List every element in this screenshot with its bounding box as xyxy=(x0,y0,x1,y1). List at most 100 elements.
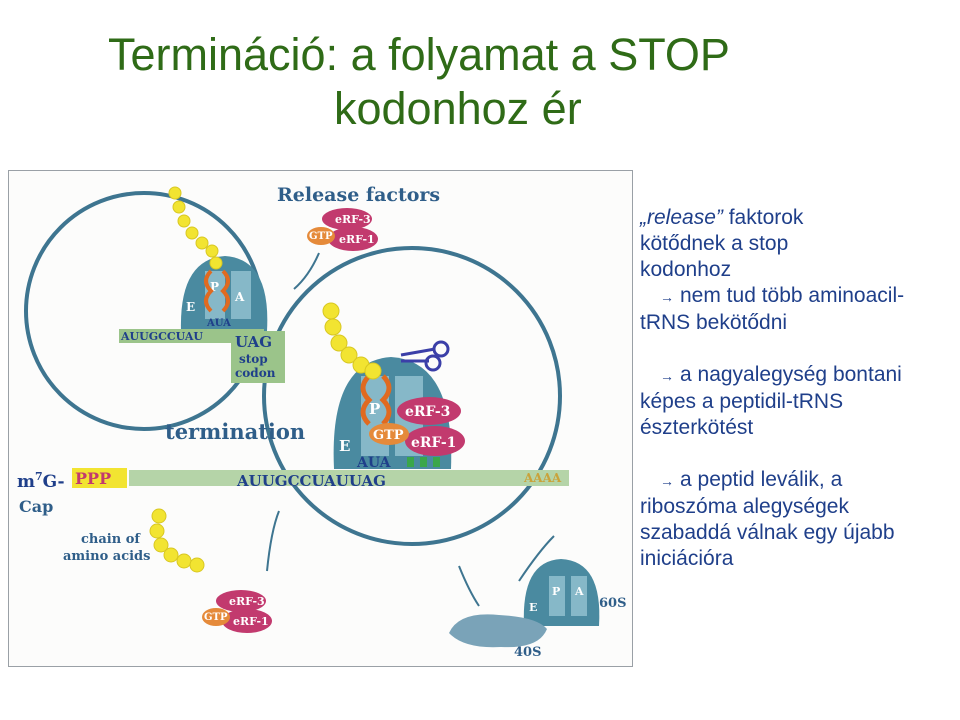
free-a-site xyxy=(571,576,587,616)
amino-acid xyxy=(322,302,340,320)
amino-acid xyxy=(149,523,165,539)
bound-erf3-label: eRF-3 xyxy=(405,404,450,420)
upper-mrna-strip xyxy=(119,329,264,343)
termination-label: termination xyxy=(165,419,305,444)
arrow-to-upper-ribosome xyxy=(293,252,320,290)
bullet-3-line-4: iniciációra xyxy=(640,547,734,570)
upper-site-p: P xyxy=(210,280,219,294)
amino-acid xyxy=(189,557,205,573)
erf1-blob-bottom xyxy=(222,609,272,633)
bullet-2-line-2: képes a peptidil-tRNS xyxy=(640,390,844,413)
release-factor-free-top: eRF-3 eRF-1 GTP xyxy=(307,208,378,251)
free-p-site xyxy=(549,576,565,616)
gtp-label-top: GTP xyxy=(309,231,333,242)
codon-pairing-mark xyxy=(433,457,440,467)
erf1-label-bottom: eRF-1 xyxy=(233,615,269,628)
gtp-label-bottom: GTP xyxy=(204,612,228,623)
quoted-term: „release” xyxy=(640,206,723,229)
subunit-40s xyxy=(449,614,547,648)
main-site-p: P xyxy=(369,400,380,418)
release-factors-label: Release factors xyxy=(277,184,440,206)
bullet-1-line-1: „release” faktorok xyxy=(640,205,955,231)
subunit-40s-label: 40S xyxy=(514,645,541,660)
bullet-3-line-2: riboszóma alegységek xyxy=(640,495,849,518)
amino-acid xyxy=(168,186,182,200)
codon-label: codon xyxy=(235,366,276,380)
amino-acid xyxy=(340,346,358,364)
bullet-3-line-1: →a peptid leválik, a xyxy=(640,467,955,494)
codon-pairing-mark xyxy=(407,457,414,467)
free-site-p: P xyxy=(552,585,560,598)
codon-pairing-mark xyxy=(420,457,427,467)
bullet-large-subunit: →a nagyalegység bontani képes a peptidil… xyxy=(640,362,955,441)
arrow-to-60s xyxy=(518,535,555,582)
amino-acid xyxy=(195,236,209,250)
bullet-1-sub-text: nem tud több aminoacil- xyxy=(680,284,905,307)
erf3-label-bottom: eRF-3 xyxy=(229,595,265,608)
bullet-1-word: faktorok xyxy=(728,206,804,229)
cap-label: Cap xyxy=(19,497,53,516)
subunit-60s: P A E xyxy=(523,559,600,626)
erf3-blob xyxy=(322,208,372,230)
scissors-icon xyxy=(400,340,450,372)
upper-ribosome: P A E AUA xyxy=(180,256,268,331)
released-amino-chain xyxy=(149,508,205,573)
arrow-to-40s xyxy=(458,565,480,607)
amino-acid xyxy=(330,334,348,352)
chain-label-line1: chain of xyxy=(81,532,141,547)
stop-codon-box xyxy=(231,331,285,383)
amino-acid xyxy=(153,537,169,553)
main-mrna-sequence: AUUGCCUAUUAG xyxy=(236,472,386,490)
slide-title-line-2: kodonhoz ér xyxy=(334,83,582,134)
erf3-label-top: eRF-3 xyxy=(335,213,371,226)
termination-diagram-svg: Release factors eRF-3 eRF-1 GTP P A E AU… xyxy=(17,184,626,660)
gtp-blob xyxy=(307,227,335,245)
bound-gtp-blob xyxy=(369,423,409,445)
bullet-3-line-3: szabaddá válnak egy újabb xyxy=(640,521,895,544)
erf3-blob-bottom xyxy=(216,590,266,612)
bullet-1-line-2: kötődnek a stop xyxy=(640,232,789,255)
bullet-1-line-5: tRNS bekötődni xyxy=(640,311,788,334)
subunit-60s-label: 60S xyxy=(599,596,626,611)
upper-a-site xyxy=(231,271,251,319)
amino-acid xyxy=(324,318,342,336)
ppp-box xyxy=(72,468,127,488)
bullet-2-line-3: észterkötést xyxy=(640,416,754,439)
bound-erf1-blob xyxy=(405,426,465,456)
amino-acid xyxy=(151,508,167,524)
bullet-1-line-4: →nem tud több aminoacil- xyxy=(640,283,955,310)
bullet-2-line-1: →a nagyalegység bontani xyxy=(640,362,955,389)
arrow-factor-release xyxy=(266,510,280,572)
amino-acid xyxy=(176,553,192,569)
amino-acid xyxy=(185,226,199,240)
amino-acid xyxy=(205,244,219,258)
main-circle xyxy=(262,246,562,546)
bullet-2-text: a nagyalegység bontani xyxy=(680,363,902,386)
main-mrna-strip xyxy=(129,470,569,486)
upper-site-e: E xyxy=(186,300,195,314)
free-site-e: E xyxy=(529,601,537,614)
erf1-label-top: eRF-1 xyxy=(339,233,375,246)
upper-anticodon: AUA xyxy=(206,318,231,329)
poly-a-tail: AAAA xyxy=(523,471,562,485)
erf1-blob xyxy=(328,227,378,251)
bullet-peptide-release: →a peptid leválik, a riboszóma alegysége… xyxy=(640,467,955,572)
bound-erf1-label: eRF-1 xyxy=(411,435,456,451)
ppp-label: PPP xyxy=(75,469,111,488)
free-site-a: A xyxy=(574,585,584,598)
termination-diagram: Release factors eRF-3 eRF-1 GTP P A E AU… xyxy=(8,170,633,667)
stop-label: stop xyxy=(239,352,268,366)
amino-acid xyxy=(177,214,191,228)
arrow-icon: → xyxy=(660,473,674,489)
main-anticodon: AUA xyxy=(356,455,392,471)
bound-erf3-blob xyxy=(397,397,461,425)
main-trna xyxy=(360,374,392,426)
amino-acid xyxy=(364,362,382,380)
upper-site-a: A xyxy=(234,290,245,304)
m7g-label: m7G- xyxy=(17,470,65,492)
main-amino-chain xyxy=(322,302,382,380)
gtp-blob-bottom xyxy=(202,608,230,626)
main-site-e: E xyxy=(339,437,350,455)
slide-title-line-1: Termináció: a folyamat a STOP xyxy=(108,29,730,80)
release-factor-free-bottom: eRF-3 eRF-1 GTP xyxy=(202,590,272,633)
